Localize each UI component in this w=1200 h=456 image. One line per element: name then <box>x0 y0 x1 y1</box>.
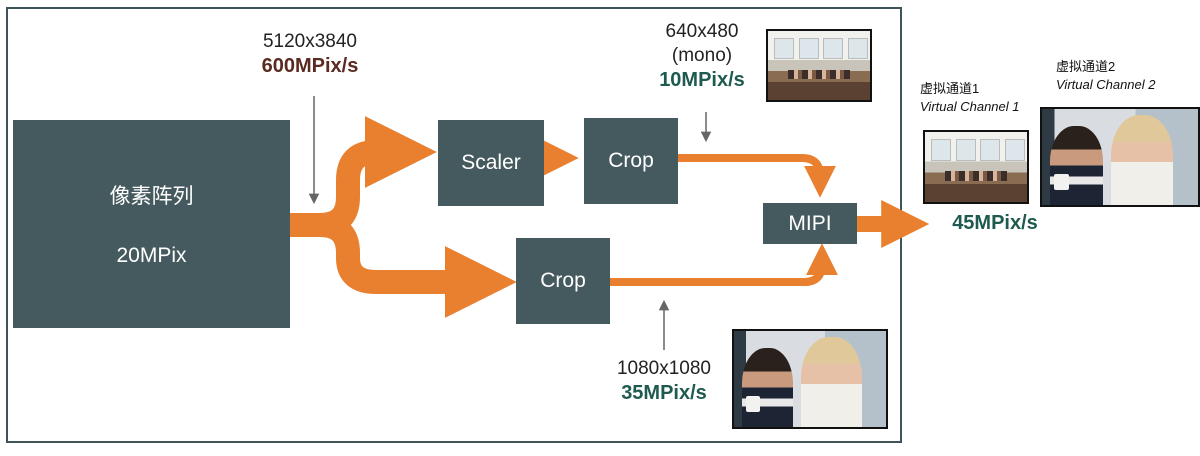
mipi-label: MIPI <box>788 211 832 235</box>
square-rate: 35MPix/s <box>621 382 707 404</box>
virtual-channel-1-photo-icon <box>923 130 1029 204</box>
crop-bottom-to-mipi-arrow <box>610 243 838 286</box>
output-rate: 45MPix/s <box>952 212 1038 234</box>
scaler-block: Scaler <box>438 120 544 206</box>
pixel-count-label: 20MPix <box>116 244 187 267</box>
pixel-array-label: 像素阵列 <box>109 185 194 208</box>
vc2-en: Virtual Channel 2 <box>1056 77 1156 92</box>
input-stream-label: 5120x3840 600MPix/s <box>230 30 390 79</box>
mono-rate: 10MPix/s <box>659 69 745 91</box>
vc2-cn: 虚拟通道2 <box>1056 59 1116 74</box>
square-resolution: 1080x1080 <box>616 358 712 379</box>
mono-mode: (mono) <box>671 45 733 66</box>
split-arrow-lower <box>319 213 517 318</box>
virtual-channel-1-label: 虚拟通道1 Virtual Channel 1 <box>920 80 1020 116</box>
mipi-block: MIPI <box>763 203 857 244</box>
crop-block-top: Crop <box>584 118 678 204</box>
scaler-label: Scaler <box>461 151 521 174</box>
input-rate: 600MPix/s <box>261 55 359 77</box>
virtual-channel-2-photo-icon <box>1040 107 1200 207</box>
vc1-cn: 虚拟通道1 <box>920 81 980 96</box>
split-arrow <box>290 116 437 237</box>
office-meeting-photo-icon <box>732 329 888 429</box>
square-stream-label: 1080x1080 35MPix/s <box>596 357 732 406</box>
crop-top-label: Crop <box>608 149 654 172</box>
crop-top-to-mipi-arrow <box>678 154 836 198</box>
conference-room-photo-icon <box>766 29 872 102</box>
vc1-en: Virtual Channel 1 <box>920 99 1020 114</box>
crop-bottom-label: Crop <box>540 269 586 292</box>
input-resolution: 5120x3840 <box>262 31 358 52</box>
mono-resolution: 640x480 <box>665 21 739 42</box>
crop-block-bottom: Crop <box>516 238 610 324</box>
mono-stream-label: 640x480 (mono) 10MPix/s <box>640 20 764 93</box>
virtual-channel-2-label: 虚拟通道2 Virtual Channel 2 <box>1056 58 1156 94</box>
pixel-array-block: 像素阵列 20MPix <box>13 120 290 328</box>
